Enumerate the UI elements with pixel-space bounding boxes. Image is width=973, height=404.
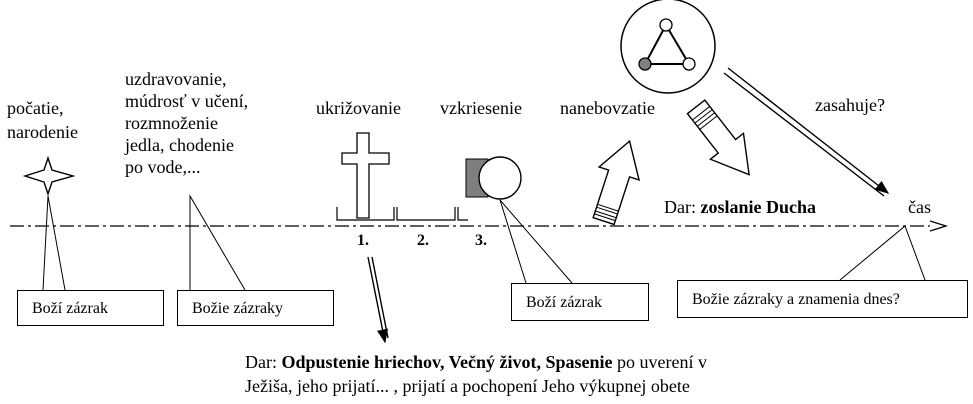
callout-miracles-today: Božie zázraky a znamenia dnes? <box>677 280 968 318</box>
trinity-node-left <box>638 57 652 71</box>
intervention-arrow-shaft <box>723 72 885 197</box>
callout-pointer-ministry <box>189 194 246 291</box>
cross-icon <box>341 132 390 219</box>
event-ascension-label: nanebovzatie <box>560 98 655 118</box>
gift-spirit-bold: zoslanie Ducha <box>700 197 816 217</box>
time-axis-arrowhead <box>929 220 949 232</box>
gift-salvation-line1: Dar: Odpustenie hriechov, Večný život, S… <box>245 352 707 373</box>
trinity-triangle <box>643 22 691 65</box>
event-ministry-label: uzdravovanie, múdrosť v učení, rozmnožen… <box>125 69 249 177</box>
ascension-arrow-icon <box>592 139 641 226</box>
callout-miracle-resurrection: Boží zázrak <box>511 283 649 321</box>
trinity-circle-icon <box>620 0 716 94</box>
callout-pointer-resurrection <box>499 199 573 284</box>
callout-miracle-birth-text: Boží zázrak <box>32 300 108 317</box>
gift-spirit-text: Dar: zoslanie Ducha <box>664 197 816 218</box>
star-icon <box>22 155 76 197</box>
step-number-1: 1. <box>357 232 369 249</box>
callout-miracles-ministry: Božie zázraky <box>177 290 334 326</box>
gift-salvation-prefix: Dar: <box>245 352 277 372</box>
event-resurrection-label: vzkriesenie <box>440 98 522 118</box>
event-intervenes-label: zasahuje? <box>815 95 885 115</box>
spirit-descent-arrow-icon <box>686 99 750 176</box>
callout-miracle-resurrection-text: Boží zázrak <box>526 294 602 311</box>
event-crucifixion-label: ukrižovanie <box>316 98 401 118</box>
segment-brackets <box>336 207 468 221</box>
trinity-node-top <box>659 18 673 32</box>
callout-miracles-ministry-text: Božie zázraky <box>192 300 284 317</box>
axis-time-label: čas <box>908 197 931 217</box>
tomb-opening-icon <box>478 156 522 200</box>
gift-salvation-line2: Ježiša, jeho prijatí... , prijatí a poch… <box>245 376 690 396</box>
callout-pointer-today <box>839 225 926 281</box>
event-conception-label: počatie, narodenie <box>7 98 78 142</box>
gift-salvation-bold-2: Spasenie <box>545 352 613 372</box>
gift-salvation-bold-1: Odpustenie hriechov, Večný život, <box>281 352 541 372</box>
step-number-2: 2. <box>417 232 429 249</box>
callout-pointer-birth <box>42 195 66 291</box>
gift-salvation-rest: po uverení v <box>617 352 708 372</box>
salvation-arrow <box>367 256 389 344</box>
salvation-arrow-shaft <box>371 256 389 339</box>
trinity-node-right <box>682 57 696 71</box>
callout-miracles-today-text: Božie zázraky a znamenia dnes? <box>692 291 900 308</box>
callout-miracle-birth: Boží zázrak <box>17 290 164 326</box>
intervention-arrow <box>727 67 890 194</box>
step-number-3: 3. <box>475 232 487 249</box>
gift-spirit-prefix: Dar: <box>664 197 696 217</box>
